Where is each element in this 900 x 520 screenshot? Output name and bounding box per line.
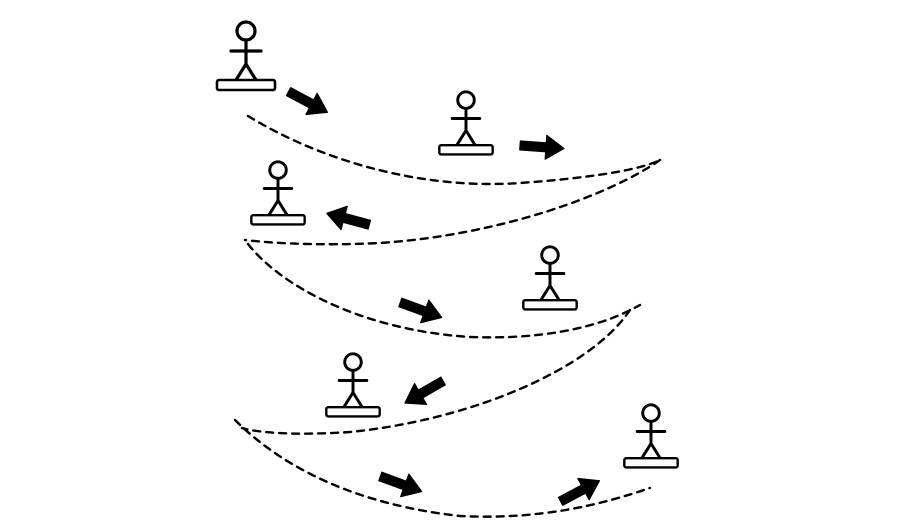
figure-legs [640,442,662,460]
dashed-path-1 [246,114,662,186]
stick-figure-5 [325,352,381,418]
figure-platform [250,214,306,226]
direction-arrow-6-icon [378,471,423,498]
stick-figure-2 [438,90,494,156]
figure-head [268,160,288,180]
figure-platform [522,299,578,311]
stick-figure-3 [250,160,306,226]
dashed-path-2 [243,158,662,246]
dashed-path-3 [246,242,642,339]
direction-arrow-3-icon [326,205,372,231]
figure-legs [539,284,561,302]
figure-platform [438,144,494,156]
direction-arrow-5-icon [404,376,446,405]
figure-head [235,20,257,42]
direction-arrow-7-icon [557,477,601,506]
dashed-path-5 [233,418,652,518]
figure-head [540,245,560,265]
figure-platform [623,457,679,469]
stick-figure-6 [623,403,679,469]
figure-legs [455,129,477,147]
figure-legs [342,391,364,409]
figure-legs [234,62,258,82]
direction-arrow-2-icon [519,134,565,160]
direction-arrow-4-icon [398,297,443,324]
figure-platform [325,406,381,418]
figure-head [641,403,661,423]
figure-legs [267,199,289,217]
figure-head [456,90,476,110]
direction-arrow-1-icon [285,87,329,116]
stick-figure-4 [522,245,578,311]
dashed-path-4 [240,308,632,435]
figure-platform [215,78,277,92]
figure-head [343,352,363,372]
stick-figure-1 [215,20,277,92]
